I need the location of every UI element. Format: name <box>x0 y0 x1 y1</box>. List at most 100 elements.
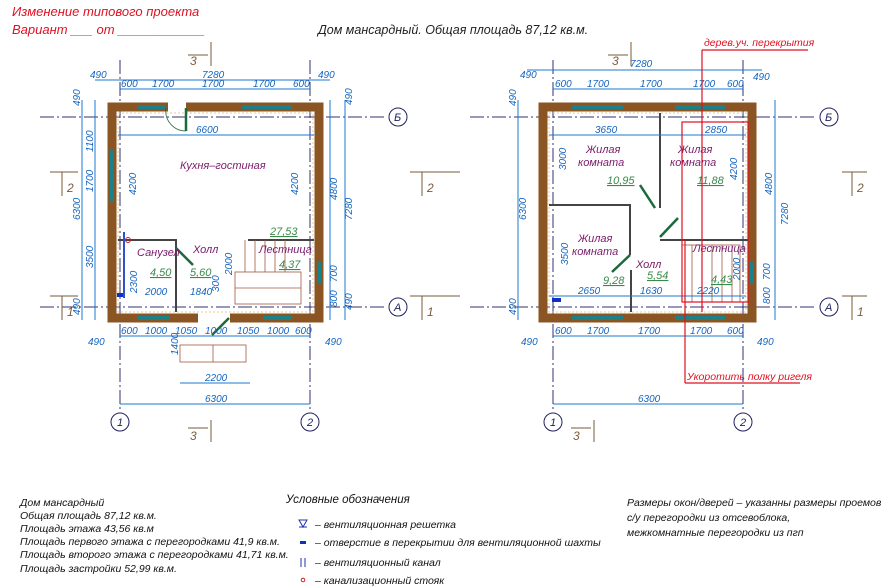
dim-label: 1700 <box>587 326 610 337</box>
legend-item: – отверстие в перекрытии для вентиляцион… <box>314 537 601 549</box>
axis-markers-plan1: Б А 1 2 <box>110 107 408 432</box>
second-floor-plan: 490 7280 600 1700 1700 1700 600 490 490 … <box>470 37 815 410</box>
dim-label: 1000 <box>145 326 168 337</box>
dim-label: 2850 <box>704 125 728 136</box>
dim-label: 700 <box>329 265 340 282</box>
dim-label: 4200 <box>128 172 139 195</box>
dim-label: 7280 <box>344 197 355 220</box>
room-label-bedroom-2: комната <box>670 157 716 169</box>
area-stairs: 4,43 <box>711 274 733 286</box>
dim-label: 1700 <box>638 326 661 337</box>
area-summary: Дом мансардный Общая площадь 87,12 кв.м.… <box>19 497 289 575</box>
legend-item: – канализационный стояк <box>314 575 445 587</box>
legend-item: – вентиляционный канал <box>314 557 441 569</box>
room-label-bathroom: Санузел <box>137 247 180 259</box>
room-label-bedroom-1: Жилая <box>585 144 621 156</box>
section-label-1: 1 <box>427 305 434 319</box>
room-label-bedroom-3: Жилая <box>577 233 613 245</box>
variant-line: Вариант ___ от ____________ <box>12 22 205 37</box>
dim-label: 3500 <box>85 245 96 268</box>
room-label-hall: Холл <box>192 244 218 256</box>
dim-label: 490 <box>318 70 335 81</box>
dim-label: 1000 <box>205 326 228 337</box>
legend-title: Условные обозначения <box>285 494 410 506</box>
dim-label: 490 <box>72 298 83 315</box>
dim-label: 1700 <box>253 79 276 90</box>
dim-label: 490 <box>88 337 105 348</box>
annotation-text: Укоротить полку ригеля <box>686 371 812 383</box>
room-label-hall: Холл <box>635 259 661 271</box>
summary-line: Общая площадь 87,12 кв.м. <box>20 510 157 522</box>
dim-label: 1700 <box>587 79 610 90</box>
dim-label: 1630 <box>640 286 663 297</box>
dim-label: 490 <box>72 89 83 106</box>
summary-line: Площадь второго этажа с перегородками 41… <box>20 549 289 561</box>
room-label-stairs: Лестница <box>258 244 312 256</box>
area-kitchen: 27,53 <box>269 226 298 238</box>
dim-label: 4200 <box>729 157 740 180</box>
dim-label: 2000 <box>732 257 743 281</box>
exterior-wall <box>538 102 757 323</box>
dim-label: 490 <box>325 337 342 348</box>
section-label-3: 3 <box>190 54 197 68</box>
dim-label: 1050 <box>175 326 198 337</box>
vent-grille-icon <box>298 519 308 529</box>
staircase <box>234 240 302 305</box>
dim-label: 800 <box>762 287 773 304</box>
dim-label: 490 <box>508 298 519 315</box>
axis-label-1: 1 <box>117 417 123 429</box>
section-label-1: 1 <box>67 305 74 319</box>
dim-label: 600 <box>555 79 572 90</box>
section-label-2: 2 <box>66 181 74 195</box>
area-bedroom-2: 11,88 <box>697 175 725 187</box>
dim-label: 2650 <box>577 286 601 297</box>
slab-opening-icon <box>117 293 123 297</box>
dim-label: 600 <box>295 326 312 337</box>
first-floor-plan: 490 7280 600 1700 1700 1700 600 490 490 … <box>40 60 385 410</box>
axis-label-b: Б <box>825 112 832 124</box>
summary-line: Площадь этажа 43,56 кв.м <box>20 523 154 535</box>
dim-label: 1000 <box>267 326 290 337</box>
axis-label-b: Б <box>394 112 401 124</box>
dim-label: 1400 <box>170 332 181 355</box>
summary-line: Дом мансардный <box>19 497 104 509</box>
annotation-text: дерев.уч. перекрытия <box>704 37 815 49</box>
axis-markers-plan2: Б А 1 2 <box>543 107 839 432</box>
area-bedroom-3: 9,28 <box>603 275 625 287</box>
dim-label: 1840 <box>190 287 213 298</box>
sewer-riser-icon <box>300 577 306 583</box>
change-title: Изменение типового проекта <box>12 4 199 19</box>
summary-line: Площадь первого этажа с перегородками 41… <box>20 536 280 548</box>
annotation-wood-floor: дерев.уч. перекрытия <box>681 37 815 312</box>
dim-label: 1700 <box>85 169 96 192</box>
dim-label: 4800 <box>329 177 340 200</box>
area-hall: 5,54 <box>647 270 668 282</box>
dim-label: 6300 <box>518 197 529 220</box>
dim-label: 4200 <box>290 172 301 195</box>
dim-label: 300 <box>211 275 222 292</box>
dim-label: 600 <box>121 79 138 90</box>
dim-label: 1700 <box>202 79 225 90</box>
dim-label: 3500 <box>560 242 571 265</box>
dim-label: 2220 <box>696 286 720 297</box>
dim-label: 1100 <box>85 130 96 152</box>
construction-notes: Размеры окон/дверей – указанны размеры п… <box>627 497 882 539</box>
legend: Условные обозначения – вентиляционная ре… <box>285 494 601 587</box>
annotation-shorten-shelf: Укоротить полку ригеля <box>684 240 812 384</box>
section-label-2: 2 <box>426 181 434 195</box>
partition <box>549 204 631 255</box>
dimension-labels: 490 7280 600 1700 1700 1700 600 490 490 … <box>508 59 791 405</box>
dim-label: 490 <box>508 89 519 106</box>
dim-label: 3000 <box>558 147 569 170</box>
dim-label: 6300 <box>638 394 661 405</box>
dim-label: 490 <box>90 70 107 81</box>
dim-label: 1700 <box>690 326 713 337</box>
main-title: Дом мансардный. Общая площадь 87,12 кв.м… <box>316 23 588 37</box>
slab-opening-icon <box>300 541 306 544</box>
slab-opening-icon <box>552 298 561 302</box>
dim-label: 6300 <box>205 394 228 405</box>
dim-label: 490 <box>757 337 774 348</box>
dim-label: 2000 <box>224 252 235 276</box>
section-label-3: 3 <box>573 429 580 443</box>
